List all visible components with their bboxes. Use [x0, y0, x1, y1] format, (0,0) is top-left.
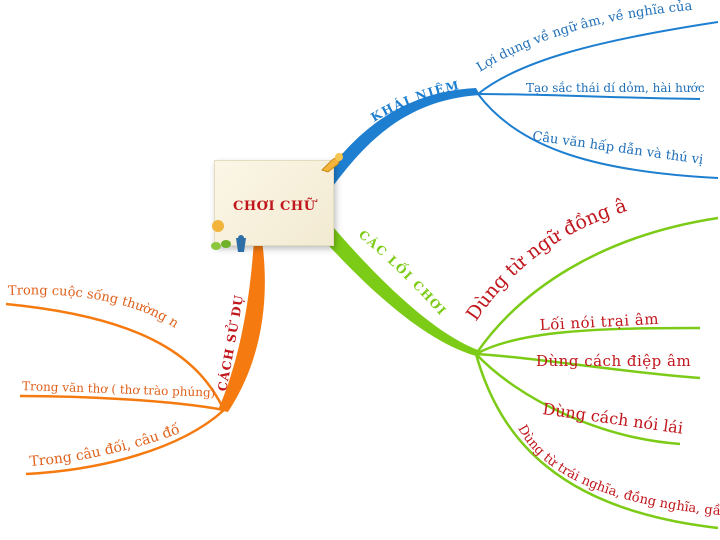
- khai-niem-label-path: KHÁI NIỆM: [368, 78, 460, 125]
- cac-loi-item-3: Dùng cách điệp âm: [536, 352, 691, 370]
- cach-su-dung-item-2: Trong văn thơ ( thơ trào phúng): [22, 379, 216, 400]
- khai-niem-link-1: [477, 21, 719, 95]
- khai-niem-item-2: Tạo sắc thái dí dỏm, hài hước: [526, 80, 705, 95]
- cach-su-dung-stem: [218, 240, 265, 412]
- cach-su-dung-link-3: [25, 409, 225, 476]
- khai-niem-stem: [322, 88, 480, 190]
- cach-su-dung-link-2: [19, 394, 225, 412]
- center-title: CHƠI CHỮ: [233, 199, 316, 214]
- pencil-doodle-icon: [211, 220, 246, 252]
- cach-su-dung-item-1-path: Trong cuộc sống thường ngày: [0, 0, 182, 332]
- center-card: CHƠI CHỮ: [214, 160, 334, 246]
- cac-loi-link-1: [474, 216, 719, 355]
- cac-loi-link-4: [475, 353, 681, 446]
- cac-loi-item-2: Lối nói trại âm: [539, 310, 659, 334]
- branch-khai-niem: KHÁI NIỆM Lợi dụng về ngữ âm, về nghĩa c…: [0, 0, 719, 190]
- pushpin-icon: [321, 152, 344, 173]
- khai-niem-label: KHÁI NIỆM: [368, 78, 461, 125]
- khai-niem-item-1-path: Lợi dụng về ngữ âm, về nghĩa của từ: [0, 0, 693, 75]
- cach-su-dung-item-1: Trong cuộc sống thường ngày: [0, 0, 182, 332]
- khai-niem-item-1: Lợi dụng về ngữ âm, về nghĩa của từ: [0, 0, 693, 75]
- cac-loi-link-3: [475, 352, 701, 380]
- khai-niem-link-2: [477, 93, 701, 100]
- cach-su-dung-label: CÁCH SỬ DỤNG: [0, 0, 246, 392]
- khai-niem-link-3: [477, 93, 719, 179]
- khai-niem-item-3: Câu văn hấp dẫn và thú vị: [531, 128, 704, 168]
- cach-su-dung-label-path: CÁCH SỬ DỤNG: [0, 0, 245, 392]
- cac-loi-link-2: [475, 326, 701, 356]
- cac-loi-link-5: [474, 353, 719, 530]
- cac-loi-stem: [320, 228, 478, 356]
- cach-su-dung-link-1: [5, 302, 226, 411]
